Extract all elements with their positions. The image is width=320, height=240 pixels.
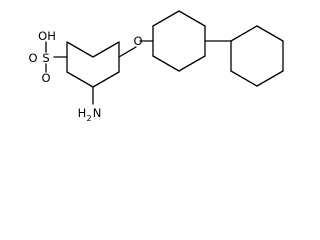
- amine-n-label: N: [93, 106, 102, 120]
- sulfonyl-oxygen-bottom-label: O: [41, 71, 50, 85]
- ether-bond-left: [118, 46, 137, 58]
- hydroxyl-label: OH: [38, 29, 56, 43]
- cyclohexyl-ring: [230, 25, 284, 87]
- amine-h-label: H: [78, 106, 87, 120]
- sulfonyl-oxygen-top-label: O: [28, 51, 37, 65]
- benzene-ring-a: [66, 41, 120, 88]
- benzene-ring-b: [152, 10, 206, 72]
- chemical-structure-diagram: OH S O O O H 2 N: [28, 10, 284, 123]
- amine-group: H 2 N: [78, 106, 102, 123]
- ether-oxygen-label: O: [133, 34, 142, 48]
- sulfur-label: S: [42, 51, 49, 65]
- amine-h-count: 2: [86, 114, 91, 123]
